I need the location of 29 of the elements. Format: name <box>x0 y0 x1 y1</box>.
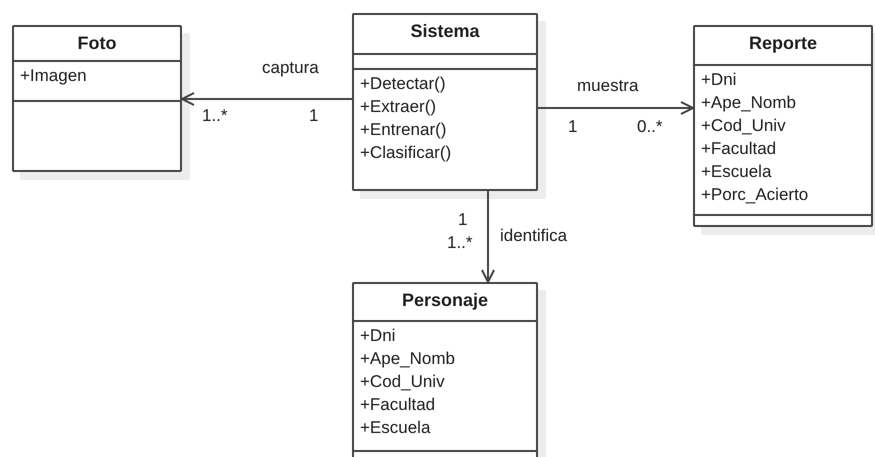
attribute: +Ape_Nomb <box>701 92 797 114</box>
association-arrow <box>181 92 352 106</box>
class-name: Personaje <box>400 289 490 312</box>
attribute: +Escuela <box>701 161 772 183</box>
method: +Entrenar() <box>360 119 448 141</box>
class-name: Sistema <box>409 20 481 43</box>
association-arrow <box>538 101 694 115</box>
method: +Clasificar() <box>360 142 452 164</box>
method: +Extraer() <box>360 96 438 118</box>
attribute: +Dni <box>360 325 396 347</box>
class-name: Reporte <box>748 32 818 55</box>
attribute: +Imagen <box>20 65 88 87</box>
method: +Detectar() <box>360 73 446 95</box>
association-arrow <box>481 191 495 283</box>
attribute: +Ape_Nomb <box>360 348 456 370</box>
attribute: +Cod_Univ <box>360 371 446 393</box>
multiplicity: 1 <box>309 106 318 126</box>
attribute: +Facultad <box>360 394 436 416</box>
multiplicity: 1..* <box>447 233 473 253</box>
class-name: Foto <box>76 32 118 55</box>
attribute: +Dni <box>701 69 738 91</box>
attribute: +Porc_Acierto <box>701 184 810 206</box>
attribute: +Facultad <box>701 138 778 160</box>
attribute: +Escuela <box>360 417 432 439</box>
multiplicity: 0..* <box>637 117 663 137</box>
attribute: +Cod_Univ <box>701 115 787 137</box>
multiplicity: 1 <box>568 117 578 137</box>
multiplicity: 1..* <box>202 106 228 126</box>
multiplicity: 1 <box>458 210 468 230</box>
